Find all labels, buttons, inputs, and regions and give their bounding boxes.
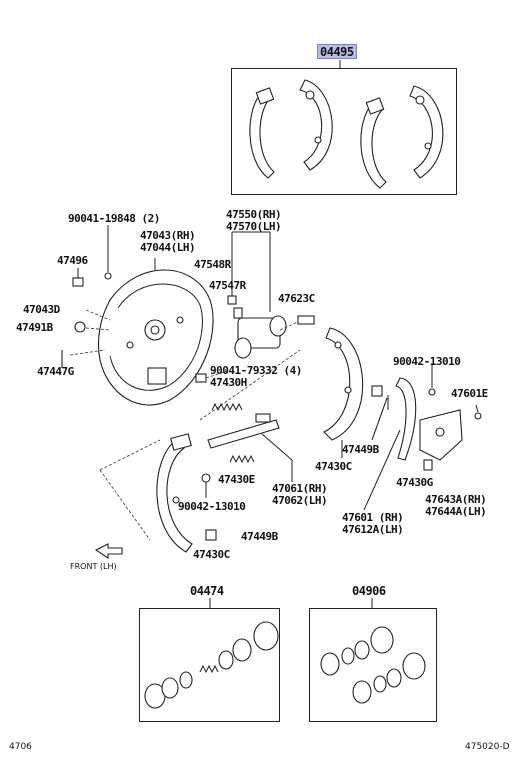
cylinder-kit-left-number[interactable]: 04474 [190, 584, 224, 598]
footer-right-code: 475020-D [465, 742, 510, 752]
label-47547r[interactable]: 47547R [209, 279, 246, 292]
label-47612a-lh[interactable]: 47612A(LH) [342, 523, 404, 536]
kit-brake-shoe-3 [360, 97, 387, 189]
cylinder-kit-right-number[interactable]: 04906 [352, 584, 386, 598]
label-47430e[interactable]: 47430E [218, 473, 255, 486]
label-47643a-rh[interactable]: 47643A(RH) [425, 493, 487, 506]
label-47430h[interactable]: 47430H [210, 376, 247, 389]
front-arrow-drawing [94, 543, 123, 560]
wheel-cylinder-drawing [227, 231, 315, 359]
label-47449b-right[interactable]: 47449B [342, 443, 379, 456]
cylinder-kit-right-frame [309, 608, 437, 722]
label-47548r[interactable]: 47548R [194, 258, 231, 271]
label-47430c-right[interactable]: 47430C [315, 460, 352, 473]
label-47570-lh[interactable]: 47570(LH) [226, 220, 282, 233]
label-47044-lh[interactable]: 47044(LH) [140, 241, 196, 254]
label-47043-rh[interactable]: 47043(RH) [140, 229, 196, 242]
label-47430g[interactable]: 47430G [396, 476, 433, 489]
kit-brake-shoe-2 [299, 79, 333, 171]
label-47644a-lh[interactable]: 47644A(LH) [425, 505, 487, 518]
label-47496[interactable]: 47496 [57, 254, 88, 267]
shoe-kit-frame [231, 68, 457, 195]
kit-brake-shoe-4 [409, 85, 444, 179]
left-brake-shoe-drawing [156, 433, 193, 553]
backing-plate-drawing [97, 269, 214, 406]
label-90041-19848[interactable]: 90041-19848 (2) [68, 212, 160, 225]
parking-lever-drawing [395, 377, 463, 461]
label-90042-13010-left[interactable]: 90042-13010 [178, 500, 246, 513]
label-47062-lh[interactable]: 47062(LH) [272, 494, 328, 507]
label-47623c[interactable]: 47623C [278, 292, 315, 305]
label-47550-rh[interactable]: 47550(RH) [226, 208, 282, 221]
cylinder-kit-left-frame [139, 608, 280, 722]
label-47601e[interactable]: 47601E [451, 387, 488, 400]
label-47061-rh[interactable]: 47061(RH) [272, 482, 328, 495]
adjuster-strut-drawing [207, 413, 280, 449]
label-47043d[interactable]: 47043D [23, 303, 60, 316]
footer-left-code: 4706 [9, 742, 32, 752]
label-47491b[interactable]: 47491B [16, 321, 53, 334]
label-47447g[interactable]: 47447G [37, 365, 74, 378]
label-47430c-left[interactable]: 47430C [193, 548, 230, 561]
label-47449b-left[interactable]: 47449B [241, 530, 278, 543]
shoe-kit-number[interactable]: 04495 [317, 44, 357, 59]
label-front-lh: FRONT (LH) [70, 562, 117, 571]
right-brake-shoe-drawing [323, 327, 364, 441]
cylinder-kit-left-parts [144, 621, 279, 709]
cylinder-kit-right-parts [320, 626, 426, 704]
label-47601-rh[interactable]: 47601 (RH) [342, 511, 404, 524]
label-90041-79332[interactable]: 90041-79332 (4) [210, 364, 302, 377]
label-90042-13010-right[interactable]: 90042-13010 [393, 355, 461, 368]
kit-brake-shoe-1 [249, 87, 275, 179]
